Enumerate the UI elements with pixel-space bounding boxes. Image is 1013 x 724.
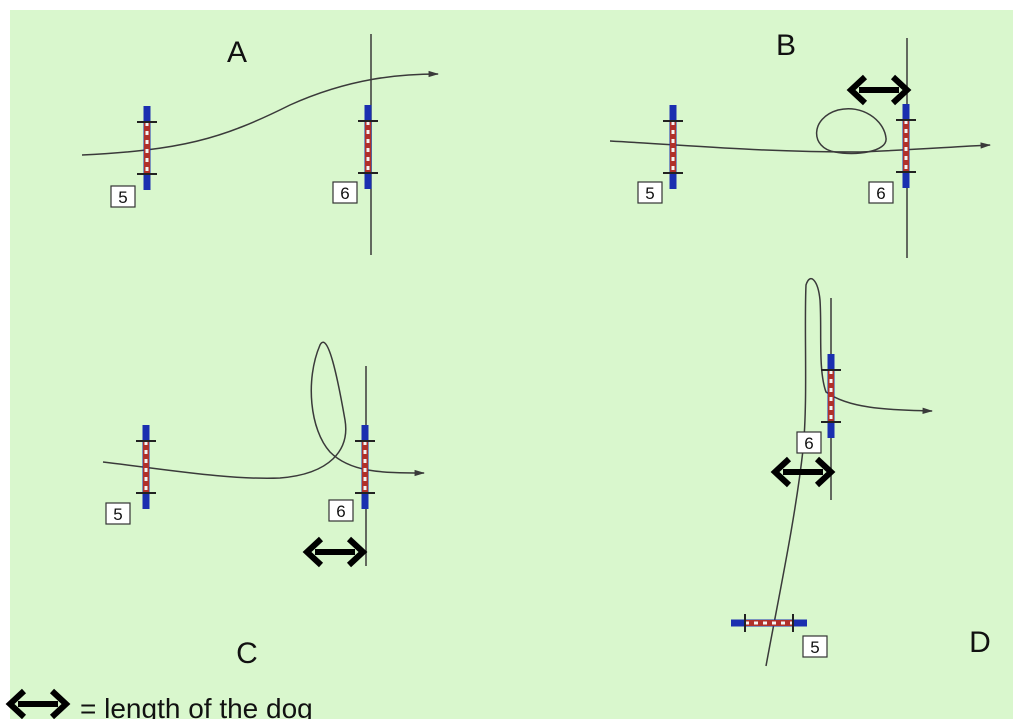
panel-b: B 5 6 (609, 29, 992, 258)
number-box (868, 181, 894, 204)
dog-path (81, 70, 440, 156)
panel-label-d: D (969, 626, 991, 659)
jump-number-6: 6 (876, 184, 885, 203)
number-box (637, 181, 663, 204)
jump-number-5: 5 (113, 505, 122, 524)
diagram-background (10, 10, 1013, 719)
number-box (332, 181, 358, 204)
jump-number-6: 6 (804, 434, 813, 453)
panel-label-a: A (227, 36, 247, 69)
jump-number-6: 6 (336, 502, 345, 521)
dog-path (609, 140, 992, 153)
panel-label-b: B (776, 29, 796, 62)
jump-number-5: 5 (810, 638, 819, 657)
jump-number-6: 6 (340, 184, 349, 203)
legend-text: = length of the dog (80, 693, 313, 719)
panel-c: C 5 6 (102, 341, 426, 670)
number-box (105, 502, 131, 525)
panel-d: D 6 5 (731, 278, 991, 667)
legend: = length of the dog (10, 691, 313, 724)
number-box (328, 499, 354, 522)
number-box (110, 185, 136, 208)
dog-path (102, 341, 426, 479)
jump-number-5: 5 (645, 184, 654, 203)
panel-a: A 5 6 (81, 34, 440, 255)
dog-path-loop (815, 108, 887, 155)
jump-number-5: 5 (118, 188, 127, 207)
number-box (796, 431, 822, 454)
panel-label-c: C (236, 637, 258, 670)
number-box (802, 635, 828, 658)
